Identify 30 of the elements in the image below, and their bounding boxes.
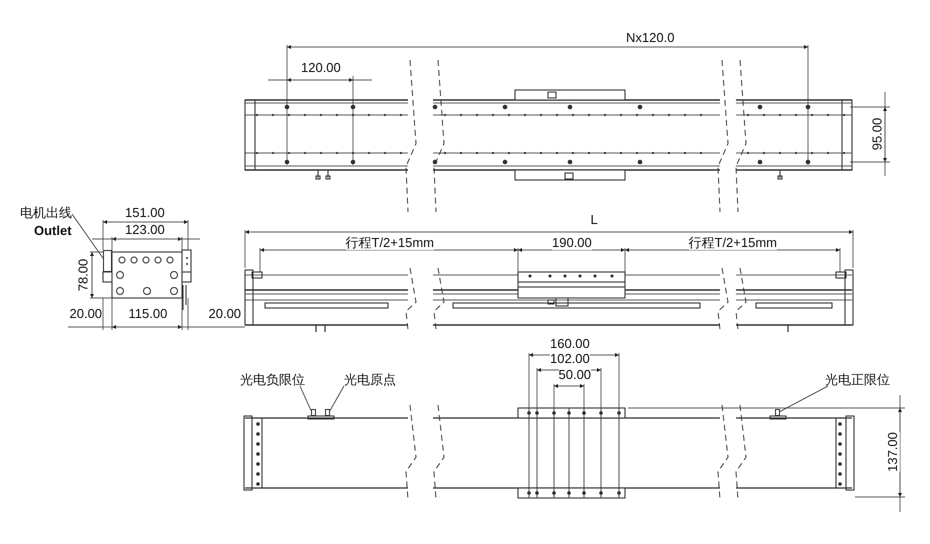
- sensor-block: [775, 409, 780, 416]
- dimension-text: 20.00: [208, 307, 242, 321]
- dimension-text: 120.00: [301, 61, 341, 75]
- leader-line: [780, 386, 828, 412]
- dimension-text: 行程T/2+15mm: [346, 236, 434, 250]
- leader-line: [300, 386, 312, 411]
- dimension-text: 151.00: [125, 206, 165, 220]
- dimension-text: 102.00: [550, 352, 590, 366]
- leader-line: [330, 386, 344, 411]
- dimension-text: L: [590, 213, 598, 227]
- callout-text: 光电正限位: [825, 372, 890, 388]
- dimension-text: 190.00: [552, 236, 592, 250]
- dimension-text: 137.00: [886, 432, 900, 472]
- dimension-text: 78.00: [76, 258, 90, 292]
- dimension-text: 20.00: [70, 307, 102, 321]
- dimension-text: Nx120.0: [626, 31, 674, 45]
- callout-text: Outlet: [34, 223, 72, 239]
- dimension-text: 50.00: [558, 368, 592, 382]
- callout-text: 光电负限位: [240, 372, 305, 388]
- dimension-text: 123.00: [125, 223, 165, 237]
- sensor-block: [325, 409, 330, 416]
- dimension-text: 95.00: [870, 118, 884, 150]
- callout-text: 光电原点: [344, 372, 396, 388]
- sensor-block: [311, 409, 316, 416]
- leader-line: [72, 214, 104, 259]
- outlet-bracket: [103, 250, 112, 272]
- dimension-text: 115.00: [128, 307, 168, 321]
- dimension-text: 160.00: [550, 337, 590, 351]
- dimension-text: 行程T/2+15mm: [688, 236, 777, 250]
- callout-text: 电机出线: [20, 205, 72, 221]
